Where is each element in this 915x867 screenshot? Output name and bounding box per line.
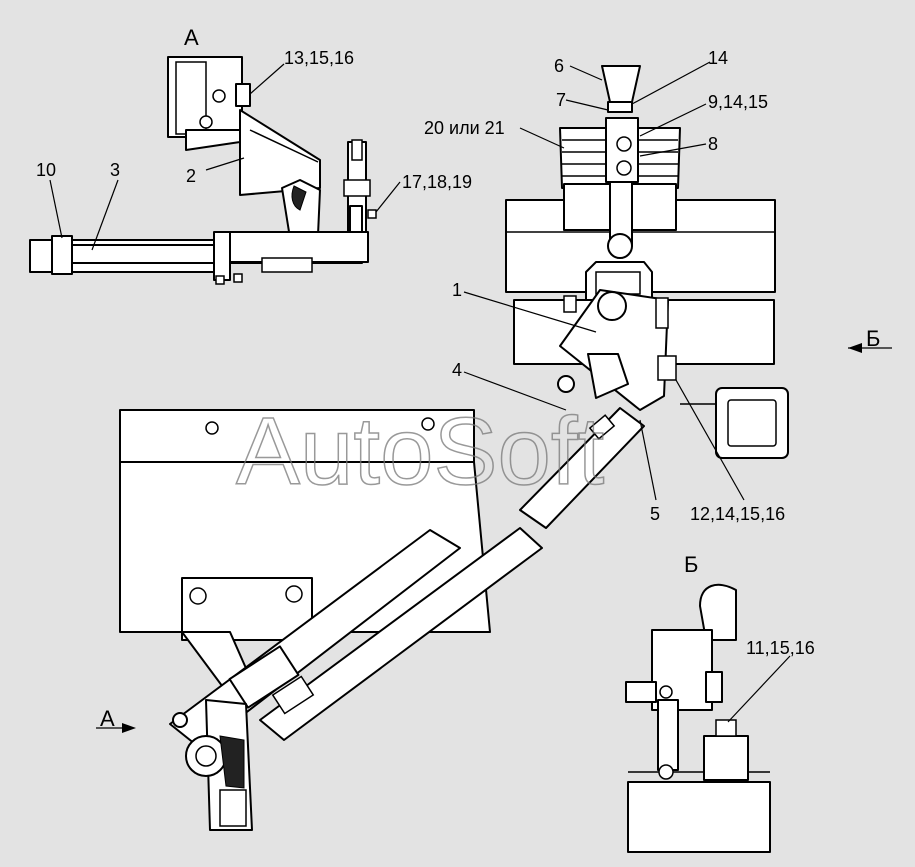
lever-bracket-1 xyxy=(559,289,669,411)
bracket-b xyxy=(651,629,713,711)
bolt-11 xyxy=(705,671,723,703)
support-bracket-2 xyxy=(239,109,321,196)
callout-4: 4 xyxy=(452,360,462,380)
base-plate xyxy=(627,781,771,853)
view-a-title: А xyxy=(184,25,199,50)
arrow-b-label: Б xyxy=(866,326,880,351)
bolt-12 xyxy=(657,355,677,381)
clamp-10 xyxy=(51,235,73,275)
nut-7 xyxy=(607,101,633,113)
arrow-a-label: А xyxy=(100,706,115,731)
callout-14: 14 xyxy=(708,48,728,68)
leader-lines xyxy=(49,61,791,723)
callout-3: 3 xyxy=(110,160,120,180)
callout-2: 2 xyxy=(186,166,196,186)
bolt-head-13 xyxy=(235,83,251,107)
pivot-bolt xyxy=(597,291,627,321)
view-a-detail xyxy=(29,56,377,285)
bolt-9b xyxy=(616,160,632,176)
bolt-9a xyxy=(616,136,632,152)
callout-11-15-16: 11,15,16 xyxy=(746,638,815,658)
ball-joint xyxy=(607,233,633,259)
nut-4 xyxy=(557,375,575,393)
lever-assembly xyxy=(505,65,789,529)
nut-a2 xyxy=(199,115,213,129)
callout-10: 10 xyxy=(36,160,56,180)
rod-collar xyxy=(213,231,231,281)
rod-clamp xyxy=(228,645,300,709)
callout-20-21: 20 или 21 xyxy=(424,118,505,138)
callout-7: 7 xyxy=(556,90,566,110)
rod-end xyxy=(229,231,369,263)
bracket-foot xyxy=(185,129,241,151)
callout-17-18-19: 17,18,19 xyxy=(402,172,472,192)
callout-8: 8 xyxy=(708,134,718,154)
curved-lever xyxy=(699,583,737,641)
square-tube xyxy=(715,387,789,459)
lower-assembly xyxy=(119,409,543,831)
view-arrow-b xyxy=(848,343,892,353)
link-rod-5 xyxy=(519,407,645,529)
callout-9-14-15: 9,14,15 xyxy=(708,92,768,112)
view-arrow-a xyxy=(96,723,136,733)
clevis-body xyxy=(281,179,321,239)
view-b-detail xyxy=(625,583,771,853)
spacer-block xyxy=(703,735,749,781)
arrow-a-head-icon xyxy=(122,723,136,733)
clamp-4 xyxy=(587,353,629,399)
lever-knob-6 xyxy=(601,65,641,103)
view-b-title: Б xyxy=(684,552,698,577)
callout-5: 5 xyxy=(650,504,660,524)
watermark: AutoSoft xyxy=(236,398,604,505)
callout-12-14-15-16: 12,14,15,16 xyxy=(690,504,785,524)
arrow-b-head-icon xyxy=(848,343,862,353)
callout-6: 6 xyxy=(554,56,564,76)
long-rod-b xyxy=(259,527,543,741)
bolt-17 xyxy=(367,209,377,219)
bracket-leg xyxy=(657,699,679,771)
nut-a1 xyxy=(212,89,226,103)
callout-13-15-16: 13,15,16 xyxy=(284,48,354,68)
callout-1: 1 xyxy=(452,280,462,300)
